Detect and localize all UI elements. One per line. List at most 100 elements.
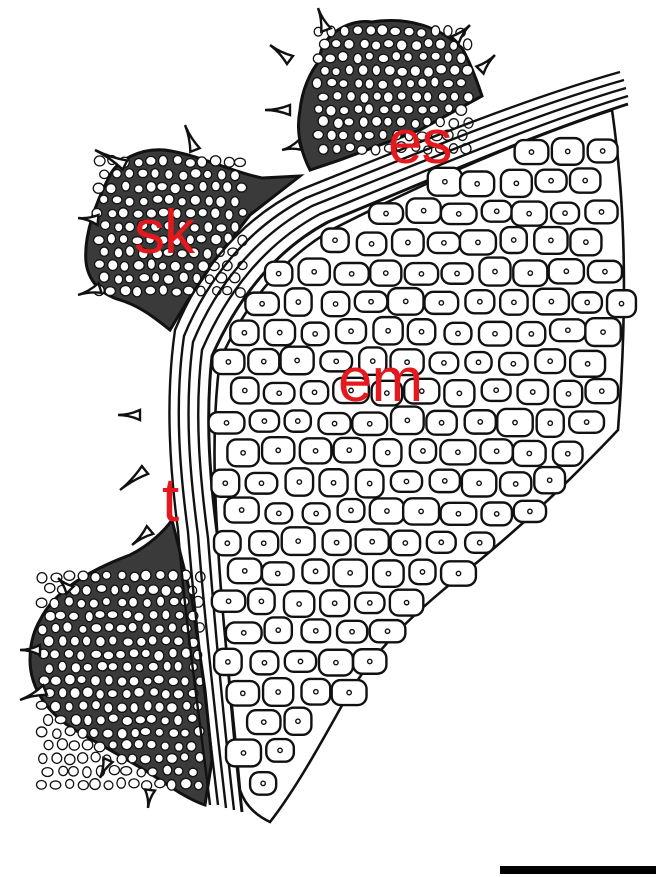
sclerotic-cell	[431, 26, 439, 36]
sclerotic-cell	[161, 585, 171, 596]
sclerotic-cell	[51, 623, 59, 632]
sclerotic-cell	[372, 116, 382, 126]
sclerotic-cell	[410, 66, 420, 77]
sclerotic-cell	[120, 262, 129, 272]
sclerotic-cell	[52, 753, 62, 763]
label-t: t	[162, 470, 178, 532]
cell-nucleus	[511, 362, 515, 366]
sclerotic-cell	[338, 51, 348, 61]
sclerotic-cell	[118, 571, 126, 580]
sclerotic-cell	[155, 702, 164, 712]
sclerotic-cell	[39, 754, 47, 764]
sclerotic-cell	[130, 572, 139, 582]
cell-nucleus	[313, 332, 317, 336]
sclerotic-cell	[38, 625, 47, 635]
sclerotic-cell	[357, 146, 367, 155]
sclerotic-cell	[101, 221, 110, 230]
sclerotic-cell	[140, 755, 151, 764]
sclerotic-cell	[134, 687, 144, 697]
cell-nucleus	[531, 390, 535, 394]
sclerotic-cell	[129, 597, 138, 607]
sclerotic-cell	[91, 573, 100, 583]
sclerotic-cell	[340, 26, 349, 36]
sclerotic-cell	[174, 767, 183, 775]
cell-nucleus	[347, 690, 351, 694]
sclerotic-cell	[78, 571, 88, 581]
cell-nucleus	[493, 332, 497, 336]
sclerotic-cell	[100, 247, 109, 256]
sclerotic-cell	[390, 27, 401, 36]
sclerotic-cell	[114, 275, 122, 284]
sclerotic-cell	[165, 170, 173, 180]
sclerotic-cell	[230, 171, 239, 181]
cell-nucleus	[262, 359, 266, 363]
sclerotic-cell	[102, 571, 111, 579]
sclerotic-cell	[122, 181, 130, 191]
sclerotic-cell	[163, 661, 171, 671]
sclerotic-cell	[90, 728, 99, 737]
sclerotic-cell	[183, 701, 191, 710]
sclerotic-cell	[456, 79, 465, 87]
cell-nucleus	[367, 481, 371, 485]
cell-nucleus	[349, 272, 353, 276]
sclerotic-cell	[133, 286, 142, 296]
cell-nucleus	[548, 359, 552, 363]
cell-nucleus	[421, 449, 425, 453]
sclerotic-cell	[353, 53, 362, 63]
sclerotic-cell	[431, 77, 439, 87]
cell-nucleus	[332, 421, 336, 425]
sclerotic-cell	[210, 156, 220, 166]
sclerotic-cell	[136, 585, 146, 595]
cell-nucleus	[439, 301, 443, 305]
cell-nucleus	[443, 180, 447, 184]
sclerotic-cell	[169, 597, 179, 606]
cell-nucleus	[259, 481, 263, 485]
spine	[118, 410, 140, 420]
cell-nucleus	[241, 691, 245, 695]
sclerotic-cell	[90, 779, 100, 790]
sclerotic-cell	[55, 611, 65, 620]
sclerotic-cell	[431, 52, 440, 60]
sclerotic-cell	[345, 143, 355, 152]
sclerotic-cell	[145, 286, 156, 295]
sclerotic-cell	[396, 40, 407, 51]
sclerotic-cell	[69, 612, 79, 620]
sclerotic-cell	[325, 54, 336, 63]
sclerotic-cell	[392, 51, 401, 60]
sclerotic-cell	[55, 716, 66, 724]
cell-nucleus	[494, 388, 498, 392]
sclerotic-cell	[194, 726, 204, 736]
sclerotic-cell	[79, 701, 88, 710]
cell-nucleus	[312, 270, 316, 274]
sclerotic-cell	[462, 65, 473, 75]
sclerotic-cell	[109, 636, 117, 645]
cell-nucleus	[314, 690, 318, 694]
sclerotic-cell	[424, 67, 434, 77]
sclerotic-cell	[204, 222, 213, 233]
cell-nucleus	[368, 422, 372, 426]
cell-nucleus	[384, 211, 388, 215]
sclerotic-cell	[358, 65, 368, 76]
sclerotic-cell	[99, 272, 109, 282]
cell-nucleus	[296, 419, 300, 423]
sclerotic-cell	[108, 714, 118, 723]
sclerotic-cell	[444, 52, 452, 62]
cell-nucleus	[419, 272, 423, 276]
sclerotic-cell	[203, 249, 212, 260]
cell-nucleus	[241, 751, 245, 755]
cell-nucleus	[276, 448, 280, 452]
cell-nucleus	[547, 478, 551, 482]
cell-nucleus	[314, 629, 318, 633]
sclerotic-cell	[131, 728, 140, 737]
sclerotic-cell	[360, 92, 369, 103]
sclerotic-cell	[146, 156, 156, 165]
sclerotic-cell	[340, 106, 349, 114]
sclerotic-cell	[71, 714, 81, 725]
sclerotic-cell	[333, 144, 341, 153]
sclerotic-cell	[116, 624, 127, 633]
sclerotic-cell	[146, 714, 156, 723]
sclerotic-cell	[216, 224, 227, 232]
sclerotic-cell	[163, 275, 173, 285]
cell-nucleus	[404, 479, 408, 483]
sclerotic-cell	[212, 181, 221, 191]
